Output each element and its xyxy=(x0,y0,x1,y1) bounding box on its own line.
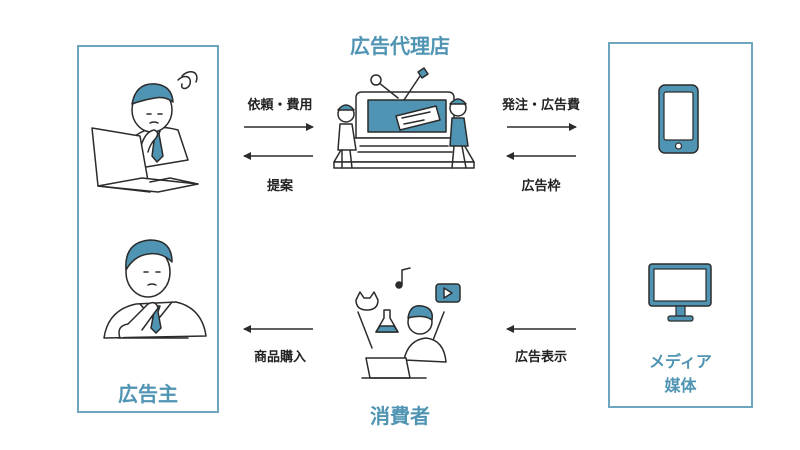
media-title-line2: 媒体 xyxy=(664,376,697,395)
worried-businessman-at-laptop-icon xyxy=(91,71,199,193)
advertiser-title: 広告主 xyxy=(118,382,178,406)
thinking-businessman-icon xyxy=(103,239,207,339)
media-title-line1: メディア xyxy=(649,352,712,371)
edge-label-order-ad-fee: 発注・広告費 xyxy=(501,98,580,113)
agency-title: 広告代理店 xyxy=(350,34,450,58)
edge-label-purchase: 商品購入 xyxy=(253,350,306,365)
edge-label-ad-slot: 広告枠 xyxy=(521,179,561,194)
media-title: メディア 媒体 xyxy=(608,350,753,398)
smartphone-icon xyxy=(658,84,699,154)
edge-label-proposal: 提案 xyxy=(266,179,293,194)
consumer-title: 消費者 xyxy=(370,404,430,428)
person-browsing-laptop-icon xyxy=(355,267,461,379)
team-building-laptop-icon xyxy=(333,67,475,169)
monitor-icon xyxy=(648,263,712,322)
edge-label-request-cost: 依頼・費用 xyxy=(247,98,313,113)
edge-label-ad-display: 広告表示 xyxy=(514,350,567,365)
